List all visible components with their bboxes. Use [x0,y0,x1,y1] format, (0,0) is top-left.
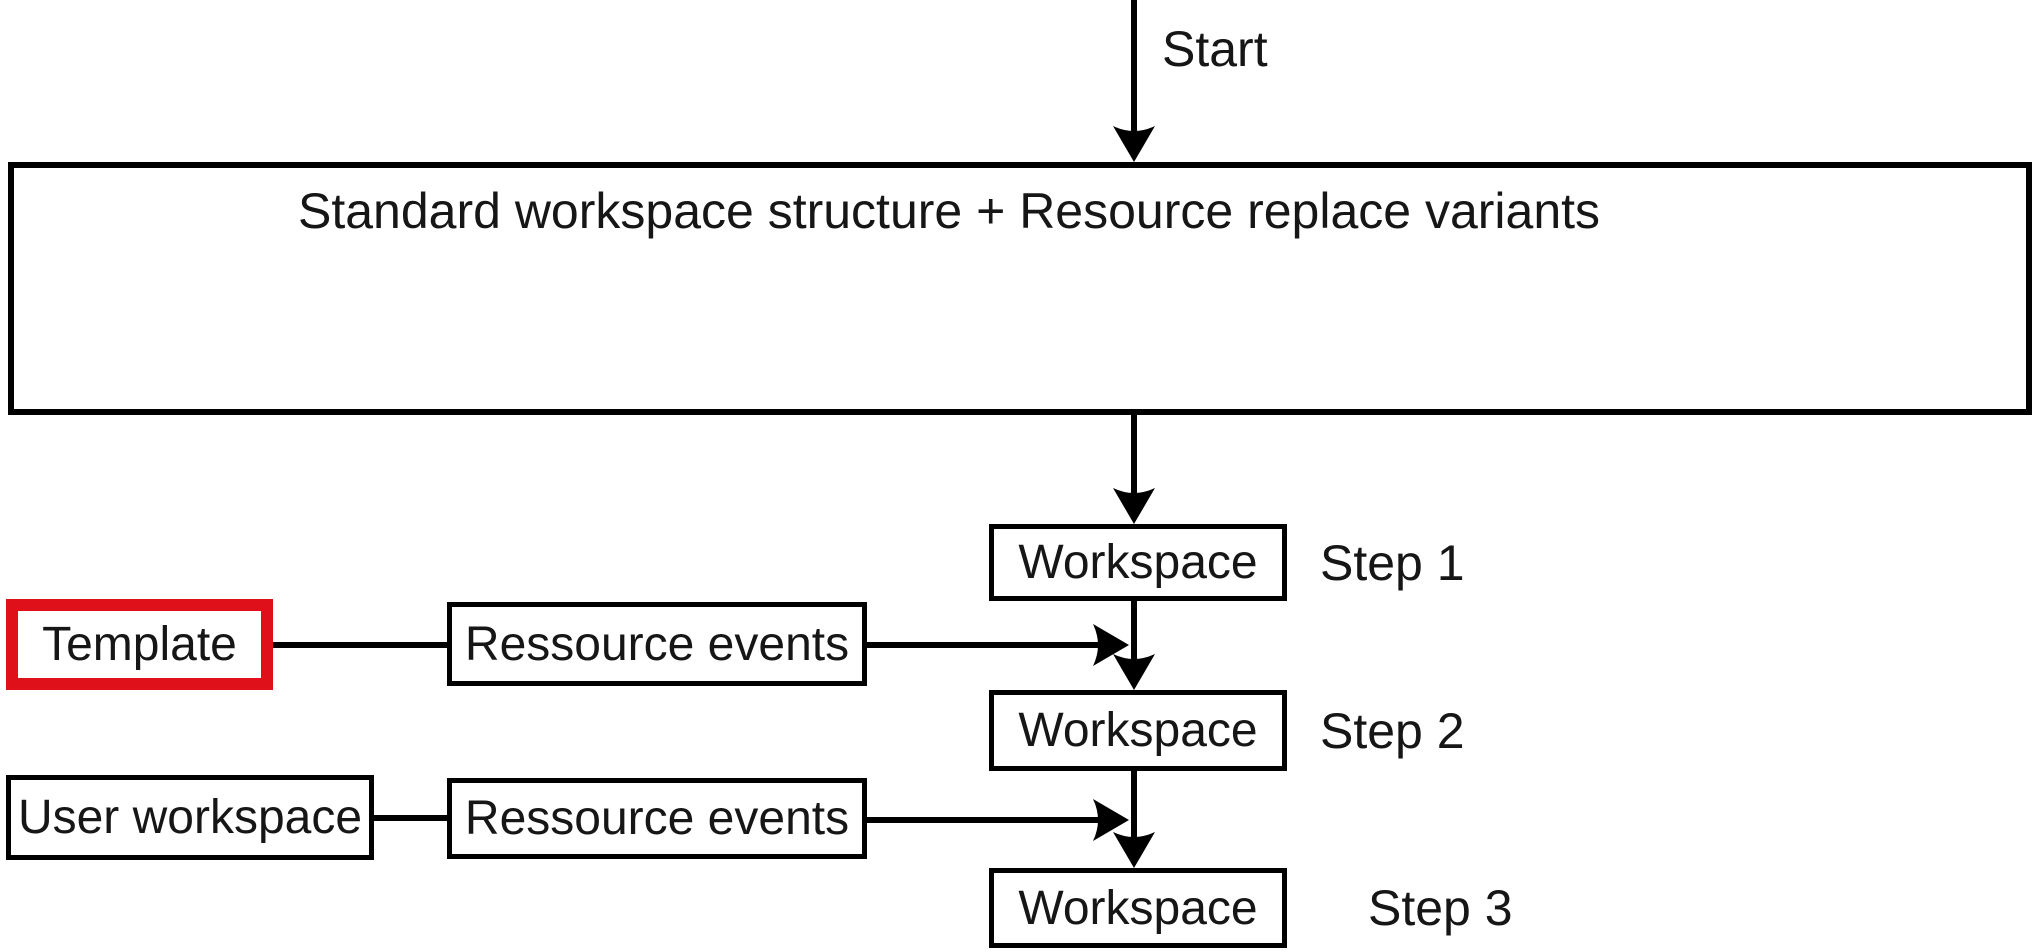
resource-events-box-2: Ressource events [447,778,867,859]
step-3-label: Step 3 [1368,880,1513,936]
event-arrowhead-2-icon [1093,799,1129,841]
workspace-box-label: Workspace [1018,881,1258,935]
step-2-label: Step 2 [1320,702,1465,759]
event-arrowhead-1-icon [1093,624,1129,666]
start-arrowhead-icon [1113,126,1155,162]
step-1-label: Step 1 [1320,534,1465,591]
user-workspace-box: User workspace [6,775,374,860]
template-box-highlighted: Template [6,599,273,690]
workspace-box-label: Workspace [1018,536,1258,589]
main-variants-box: Standard workspace structure + Resource … [8,162,2032,415]
start-label: Start [1162,21,1268,77]
workspace-box-step-3: Workspace [989,868,1287,948]
workspace-box-step-2: Workspace [989,690,1287,771]
resource-events-label: Ressource events [464,792,850,845]
resource-events-label: Ressource events [464,617,850,671]
main-box-title: Standard workspace structure + Resource … [298,183,1601,239]
user-workspace-label: User workspace [17,791,363,844]
flow-arrowhead-2-icon [1113,654,1155,690]
resource-events-box-1: Ressource events [447,602,867,686]
workspace-box-label: Workspace [1018,704,1258,757]
flow-arrowhead-3-icon [1113,832,1155,868]
template-box-label: Template [42,618,237,671]
workspace-box-step-1: Workspace [989,524,1287,601]
flow-arrowhead-1-icon [1113,488,1155,524]
